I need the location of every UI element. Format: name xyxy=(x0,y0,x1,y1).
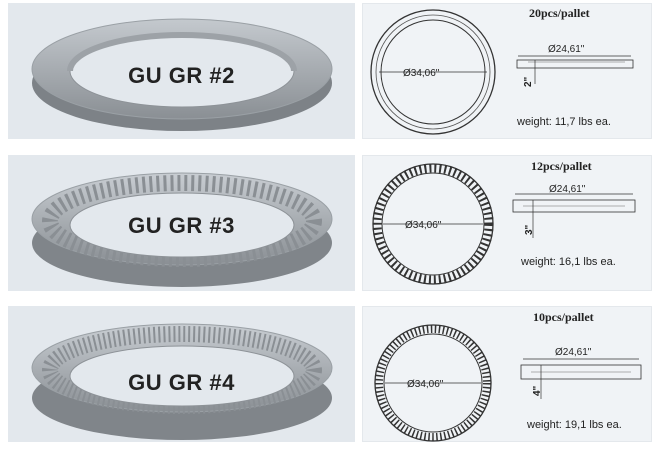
grade-ring-image xyxy=(31,323,333,440)
weight-label: weight: 19,1 lbs ea. xyxy=(527,419,622,431)
height-label: 3" xyxy=(524,224,535,235)
drawing-panel: Ø34,06" Ø24,61" 4" 10pcs/pallet weight: … xyxy=(362,306,652,442)
product-row-gr4: GU GR #4 Ø34,06" Ø24,61" 4" 10pcs/pallet… xyxy=(0,306,660,443)
inner-diameter-label: Ø24,61" xyxy=(548,44,585,55)
product-row-gr2: GU GR #2 Ø34,06" Ø24,61" 2" 20pcs/pallet… xyxy=(0,3,660,140)
product-label: GU GR #3 xyxy=(128,213,235,238)
outer-diameter-label: Ø34,06" xyxy=(405,220,442,231)
pallet-count: 12pcs/pallet xyxy=(531,159,592,173)
drawing-panel: Ø34,06" Ø24,61" 2" 20pcs/pallet weight: … xyxy=(362,3,652,139)
technical-drawing: Ø34,06" Ø24,61" 4" xyxy=(374,324,642,442)
height-label: 4" xyxy=(532,385,543,396)
grade-ring-image xyxy=(31,18,333,131)
inner-diameter-label: Ø24,61" xyxy=(555,347,592,358)
pallet-count: 20pcs/pallet xyxy=(529,6,590,20)
ring-photo-panel: GU GR #2 xyxy=(8,3,355,139)
grade-ring-image xyxy=(31,172,333,287)
technical-drawing: Ø34,06" Ø24,61" 2" xyxy=(370,9,634,135)
outer-diameter-label: Ø34,06" xyxy=(407,379,444,390)
ring-photo-panel: GU GR #3 xyxy=(8,155,355,291)
weight-label: weight: 16,1 lbs ea. xyxy=(521,256,616,268)
product-label: GU GR #4 xyxy=(128,370,235,395)
ring-photo-panel: GU GR #4 xyxy=(8,306,355,442)
pallet-count: 10pcs/pallet xyxy=(533,310,594,324)
inner-diameter-label: Ø24,61" xyxy=(549,184,586,195)
drawing-panel: Ø34,06" Ø24,61" 3" 12pcs/pallet weight: … xyxy=(362,155,652,291)
weight-label: weight: 11,7 lbs ea. xyxy=(517,116,611,128)
height-label: 2" xyxy=(523,76,534,87)
outer-diameter-label: Ø34,06" xyxy=(403,68,440,79)
product-row-gr3: GU GR #3 Ø34,06" Ø24,61" 3" 12pcs/pallet… xyxy=(0,155,660,292)
technical-drawing: Ø34,06" Ø24,61" 3" xyxy=(372,163,636,285)
product-label: GU GR #2 xyxy=(128,63,235,88)
